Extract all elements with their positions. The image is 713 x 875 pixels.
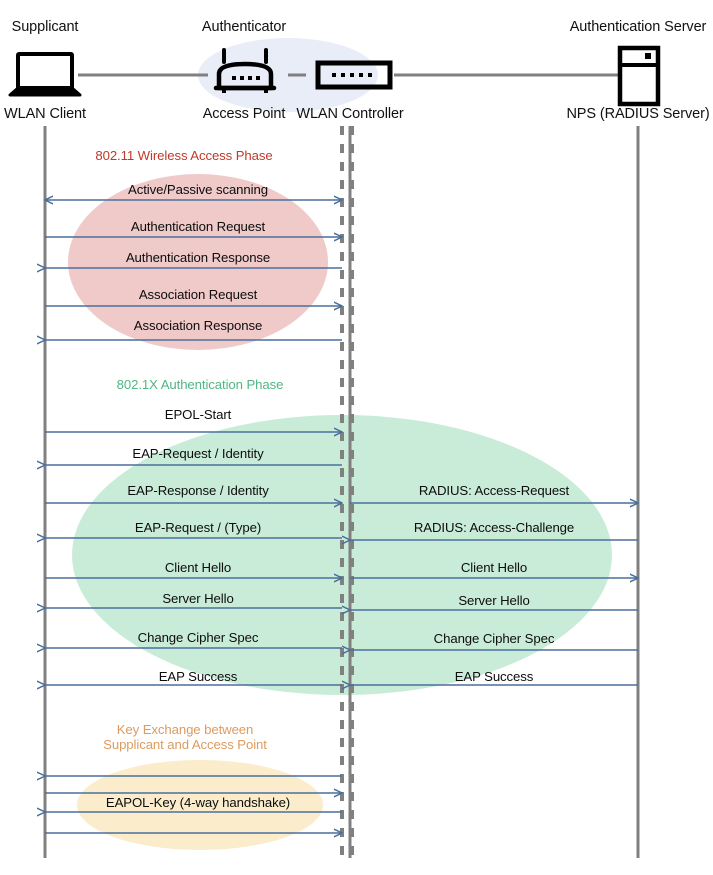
actor-device-label: WLAN Client [4, 106, 86, 122]
wlan-controller-icon [315, 60, 393, 90]
actor-role-label: Authenticator [201, 19, 287, 35]
actor-device-label: NPS (RADIUS Server) [566, 106, 710, 122]
message-label: Authentication Response [125, 250, 271, 265]
message-label: EPOL-Start [164, 407, 232, 422]
message-label: RADIUS: Access-Request [418, 483, 570, 498]
message-label: Association Request [138, 287, 258, 302]
message-label: EAPOL-Key (4-way handshake) [105, 795, 291, 810]
message-label: EAP-Request / Identity [132, 446, 264, 461]
message-label: Server Hello [162, 591, 234, 606]
actor-role-label: Supplicant [11, 19, 79, 35]
message-label: Server Hello [458, 593, 530, 608]
message-label: Authentication Request [130, 219, 266, 234]
message-label: Client Hello [460, 560, 528, 575]
key-exchange-phase-ellipse [77, 760, 323, 850]
message-label: Client Hello [164, 560, 232, 575]
actor-role-label: Authentication Server [569, 19, 707, 35]
wireless-access-phase-label: 802.11 Wireless Access Phase [95, 148, 273, 163]
message-label: Active/Passive scanning [128, 182, 268, 197]
message-label: RADIUS: Access-Challenge [413, 520, 575, 535]
message-label: Change Cipher Spec [433, 631, 555, 646]
message-arrow-layer [45, 200, 638, 833]
message-label: EAP Success [454, 669, 534, 684]
message-label: Association Response [133, 318, 263, 333]
lifeline-layer [43, 126, 640, 858]
message-label: EAP Success [158, 669, 238, 684]
actor-device-label: Access Point [202, 106, 286, 122]
access-point-icon [213, 48, 277, 93]
message-label: EAP-Response / Identity [127, 483, 269, 498]
dot1x-authentication-phase-label: 802.1X Authentication Phase [116, 377, 284, 392]
message-label: EAP-Request / (Type) [134, 520, 262, 535]
server-icon [617, 45, 661, 107]
dot1x-authentication-phase-ellipse [72, 415, 612, 695]
laptop-icon [8, 52, 82, 97]
message-label: Change Cipher Spec [137, 630, 259, 645]
actor-device-label: WLAN Controller [296, 106, 404, 122]
